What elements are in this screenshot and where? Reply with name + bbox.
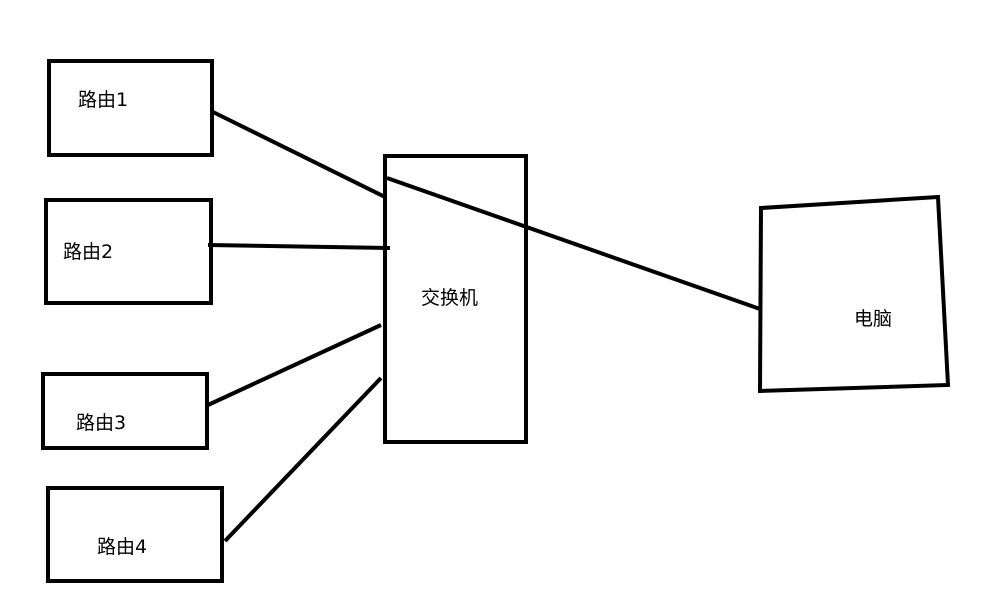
router-3-label: 路由3	[76, 412, 126, 434]
link-router2-switch	[207, 243, 391, 250]
router-1-label: 路由1	[78, 89, 128, 111]
computer-label: 电脑	[854, 308, 892, 330]
router-2-box	[44, 198, 213, 305]
router-4-box	[46, 486, 224, 583]
router-2-label: 路由2	[63, 241, 113, 263]
link-router1-switch	[212, 110, 386, 199]
router-4-label: 路由4	[97, 536, 147, 558]
computer-box	[757, 194, 951, 394]
router-1-box	[47, 59, 214, 157]
link-router4-switch	[223, 376, 383, 543]
link-switch-computer	[386, 176, 761, 311]
link-router3-switch	[207, 323, 382, 407]
switch-box	[383, 154, 528, 444]
switch-label: 交换机	[421, 287, 478, 309]
router-3-box	[41, 372, 209, 450]
